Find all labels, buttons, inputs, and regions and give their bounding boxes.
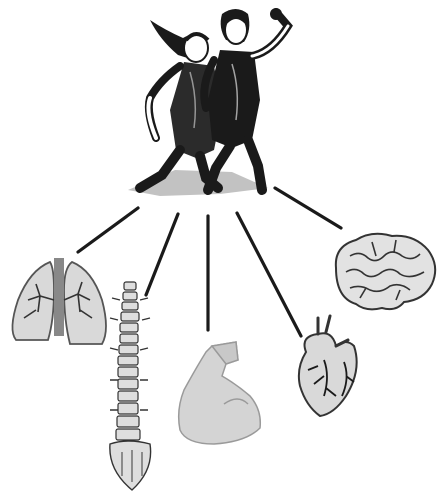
connector-brain <box>275 188 341 228</box>
connector-heart <box>237 213 301 336</box>
lungs-icon <box>12 258 106 344</box>
runners-icon <box>128 8 288 196</box>
connector-spine <box>146 214 178 295</box>
spine-icon <box>110 282 151 490</box>
muscle-icon <box>179 342 261 444</box>
heart-icon <box>299 316 357 416</box>
connector-lungs <box>78 208 138 252</box>
brain-icon <box>336 234 435 310</box>
connectors <box>78 188 341 336</box>
